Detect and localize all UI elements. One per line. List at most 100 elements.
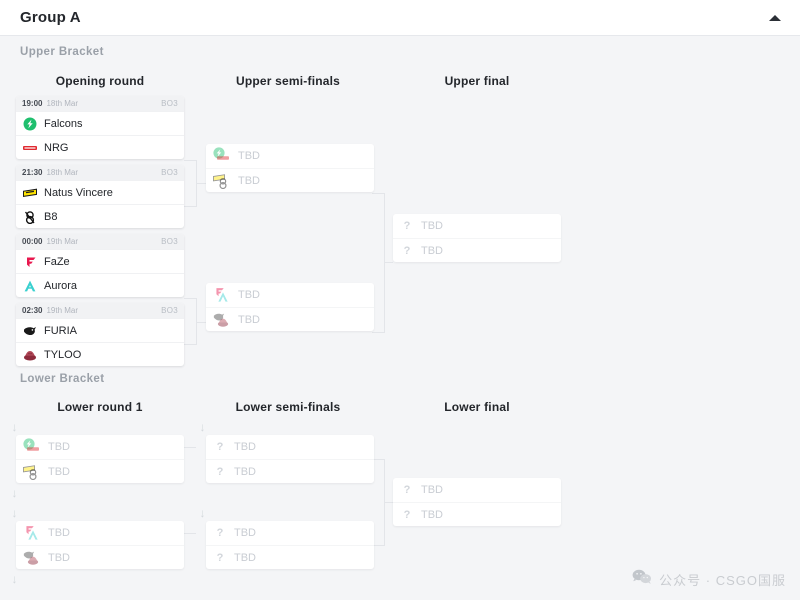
match-time: 19:00	[22, 99, 43, 108]
team-row[interactable]: ? TBD	[206, 435, 374, 459]
group-header: Group A	[0, 0, 800, 36]
question-mark-icon: ?	[216, 441, 224, 453]
team-row[interactable]: ? TBD	[393, 214, 561, 238]
connector	[184, 344, 196, 345]
team-row[interactable]: B8	[16, 204, 184, 228]
faze-aurora-placeholder-logos-icon	[23, 525, 41, 541]
match-meta: 00:00 19th Mar BO3	[16, 234, 184, 249]
lower-bracket-label: Lower Bracket	[20, 373, 105, 385]
round-label-upper-semi-finals: Upper semi-finals	[235, 74, 341, 88]
connector	[196, 322, 206, 323]
team-row[interactable]: ? TBD	[206, 459, 374, 483]
team-name: TBD	[48, 465, 70, 478]
question-mark-icon: ?	[403, 508, 411, 521]
round-label-lower-round-1: Lower round 1	[57, 400, 143, 414]
team-row[interactable]: TBD	[16, 545, 184, 569]
natus-vincere-logo-icon	[23, 186, 37, 200]
watermark: 公众号 · CSGO国服	[632, 569, 786, 590]
question-mark-icon: ?	[216, 527, 224, 539]
team-row[interactable]: TBD	[16, 459, 184, 483]
team-row[interactable]: TBD	[206, 307, 374, 331]
faze-logo-icon	[23, 255, 37, 269]
match-format: BO3	[161, 168, 178, 177]
falcons-nrg-placeholder-logos-icon	[23, 438, 41, 455]
team-row[interactable]: ? TBD	[206, 521, 374, 545]
team-row[interactable]: NRG	[16, 135, 184, 159]
match-format: BO3	[161, 99, 178, 108]
team-name: TBD	[238, 174, 260, 187]
match-card[interactable]: ? TBD ? TBD	[393, 214, 561, 262]
match-card[interactable]: ? TBD ? TBD	[206, 435, 374, 483]
team-row[interactable]: TYLOO	[16, 342, 184, 366]
match-date: 19th Mar	[46, 306, 79, 315]
match-card[interactable]: TBD TBD	[16, 521, 184, 569]
match-card[interactable]: 19:00 18th Mar BO3 Falcons NRG	[16, 96, 184, 159]
match-card[interactable]: 00:00 19th Mar BO3 FaZe Aurora	[16, 234, 184, 297]
team-name: TBD	[234, 551, 256, 564]
match-format: BO3	[161, 237, 178, 246]
match-card[interactable]: TBD TBD	[206, 144, 374, 192]
collapse-group-button[interactable]	[766, 10, 784, 26]
match-card[interactable]: ? TBD ? TBD	[393, 478, 561, 526]
connector	[184, 533, 196, 534]
match-card[interactable]: 21:30 18th Mar BO3 Natus Vincere B8	[16, 165, 184, 228]
furia-tyloo-placeholder-logos-icon	[23, 550, 41, 566]
team-row[interactable]: TBD	[206, 144, 374, 168]
connector	[372, 459, 384, 460]
drop-down-arrow-icon: ↓	[11, 486, 18, 500]
team-name: Natus Vincere	[44, 186, 113, 199]
question-mark-icon: ?	[403, 244, 411, 257]
team-row[interactable]: Natus Vincere	[16, 180, 184, 204]
team-row[interactable]: ? TBD	[206, 545, 374, 569]
match-meta: 21:30 18th Mar BO3	[16, 165, 184, 180]
team-name: TBD	[421, 244, 443, 257]
match-meta: 02:30 19th Mar BO3	[16, 303, 184, 318]
team-name: NRG	[44, 141, 69, 154]
match-card[interactable]: 02:30 19th Mar BO3 FURIA TYLOO	[16, 303, 184, 366]
connector	[384, 502, 393, 503]
connector	[372, 545, 384, 546]
navi-b8-placeholder-logos-icon	[213, 173, 231, 189]
question-mark-icon: ?	[216, 465, 224, 478]
match-card[interactable]: TBD TBD	[16, 435, 184, 483]
team-name: TBD	[234, 465, 256, 478]
connector	[184, 447, 196, 448]
round-label-opening-round: Opening round	[55, 74, 145, 88]
team-row[interactable]: ? TBD	[393, 238, 561, 262]
team-row[interactable]: ? TBD	[393, 478, 561, 502]
watermark-text: 公众号 · CSGO国服	[659, 573, 786, 588]
team-row[interactable]: Falcons	[16, 111, 184, 135]
team-name: TBD	[48, 527, 70, 539]
team-row[interactable]: Aurora	[16, 273, 184, 297]
team-name: TBD	[48, 551, 70, 564]
team-name: TBD	[238, 150, 260, 162]
bracket-area: Upper Bracket Opening round Upper semi-f…	[0, 36, 800, 600]
team-row[interactable]: TBD	[16, 521, 184, 545]
team-row[interactable]: TBD	[16, 435, 184, 459]
match-time: 00:00	[22, 237, 43, 246]
team-name: TBD	[48, 441, 70, 453]
match-format: BO3	[161, 306, 178, 315]
team-row[interactable]: TBD	[206, 168, 374, 192]
team-name: TBD	[421, 484, 443, 496]
team-name: TBD	[234, 441, 256, 453]
match-date: 18th Mar	[46, 168, 79, 177]
team-row[interactable]: FaZe	[16, 249, 184, 273]
team-row[interactable]: ? TBD	[393, 502, 561, 526]
match-time: 21:30	[22, 168, 43, 177]
connector	[384, 262, 393, 263]
team-row[interactable]: TBD	[206, 283, 374, 307]
question-mark-icon: ?	[403, 484, 411, 496]
team-name: FURIA	[44, 324, 77, 337]
question-mark-icon: ?	[403, 220, 411, 232]
furia-logo-icon	[23, 324, 37, 338]
team-row[interactable]: FURIA	[16, 318, 184, 342]
match-card[interactable]: TBD TBD	[206, 283, 374, 331]
match-date: 18th Mar	[46, 99, 79, 108]
match-date: 19th Mar	[46, 237, 79, 246]
team-name: B8	[44, 210, 58, 223]
match-card[interactable]: ? TBD ? TBD	[206, 521, 374, 569]
round-label-upper-final: Upper final	[444, 74, 510, 88]
aurora-logo-icon	[23, 279, 37, 293]
